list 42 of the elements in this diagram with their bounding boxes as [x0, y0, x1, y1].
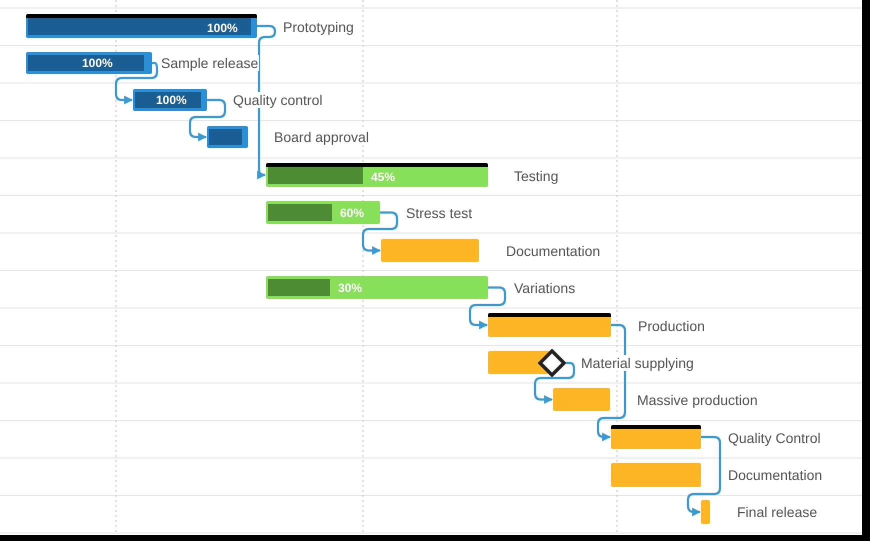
progress-percent: 60%: [340, 206, 364, 220]
dependency-arrow: [534, 362, 576, 404]
task-bar: [26, 52, 152, 74]
progress-percent: 30%: [338, 280, 362, 294]
dependency-arrow: [468, 286, 506, 330]
task-name: Material supplying: [580, 355, 695, 371]
dependency-arrow: [686, 436, 722, 516]
task-bar: [611, 463, 701, 487]
summary-task-bar: [266, 163, 488, 187]
task-bar: [553, 388, 610, 411]
milestone-diamond: [538, 349, 566, 377]
task-name: Production: [637, 318, 706, 334]
task-name: Testing: [513, 168, 560, 184]
dependency-arrow: [114, 62, 158, 104]
task-name: Quality Control: [727, 430, 822, 446]
task-bar: [133, 89, 207, 111]
task-bar: [488, 351, 550, 374]
task-name: Sample release: [160, 55, 260, 71]
summary-task-bar: [488, 313, 611, 337]
task-name: Quality control: [232, 92, 324, 108]
progress-percent: 100%: [156, 93, 187, 107]
task-name: Board approval: [273, 129, 370, 145]
task-bar: [381, 239, 479, 262]
task-name: Massive production: [636, 392, 759, 408]
task-bar: [701, 500, 710, 524]
task-name: Documentation: [727, 467, 824, 483]
task-name: Prototyping: [282, 19, 355, 35]
task-name: Documentation: [505, 242, 602, 258]
dependency-arrow: [188, 98, 226, 142]
progress-percent: 45%: [371, 170, 396, 184]
dependency-arrow: [257, 24, 276, 180]
task-name: Variations: [513, 280, 576, 296]
progress-percent: 100%: [82, 56, 113, 70]
task-bar: [266, 276, 488, 299]
dependency-arrow: [362, 211, 398, 255]
dependency-arrow: [596, 324, 626, 442]
progress-percent: 100%: [207, 21, 238, 35]
task-bar: [266, 201, 380, 224]
task-name: Final release: [736, 504, 818, 520]
summary-task-bar: [26, 14, 257, 38]
summary-task-bar: [611, 425, 701, 449]
task-bar: [207, 126, 248, 148]
